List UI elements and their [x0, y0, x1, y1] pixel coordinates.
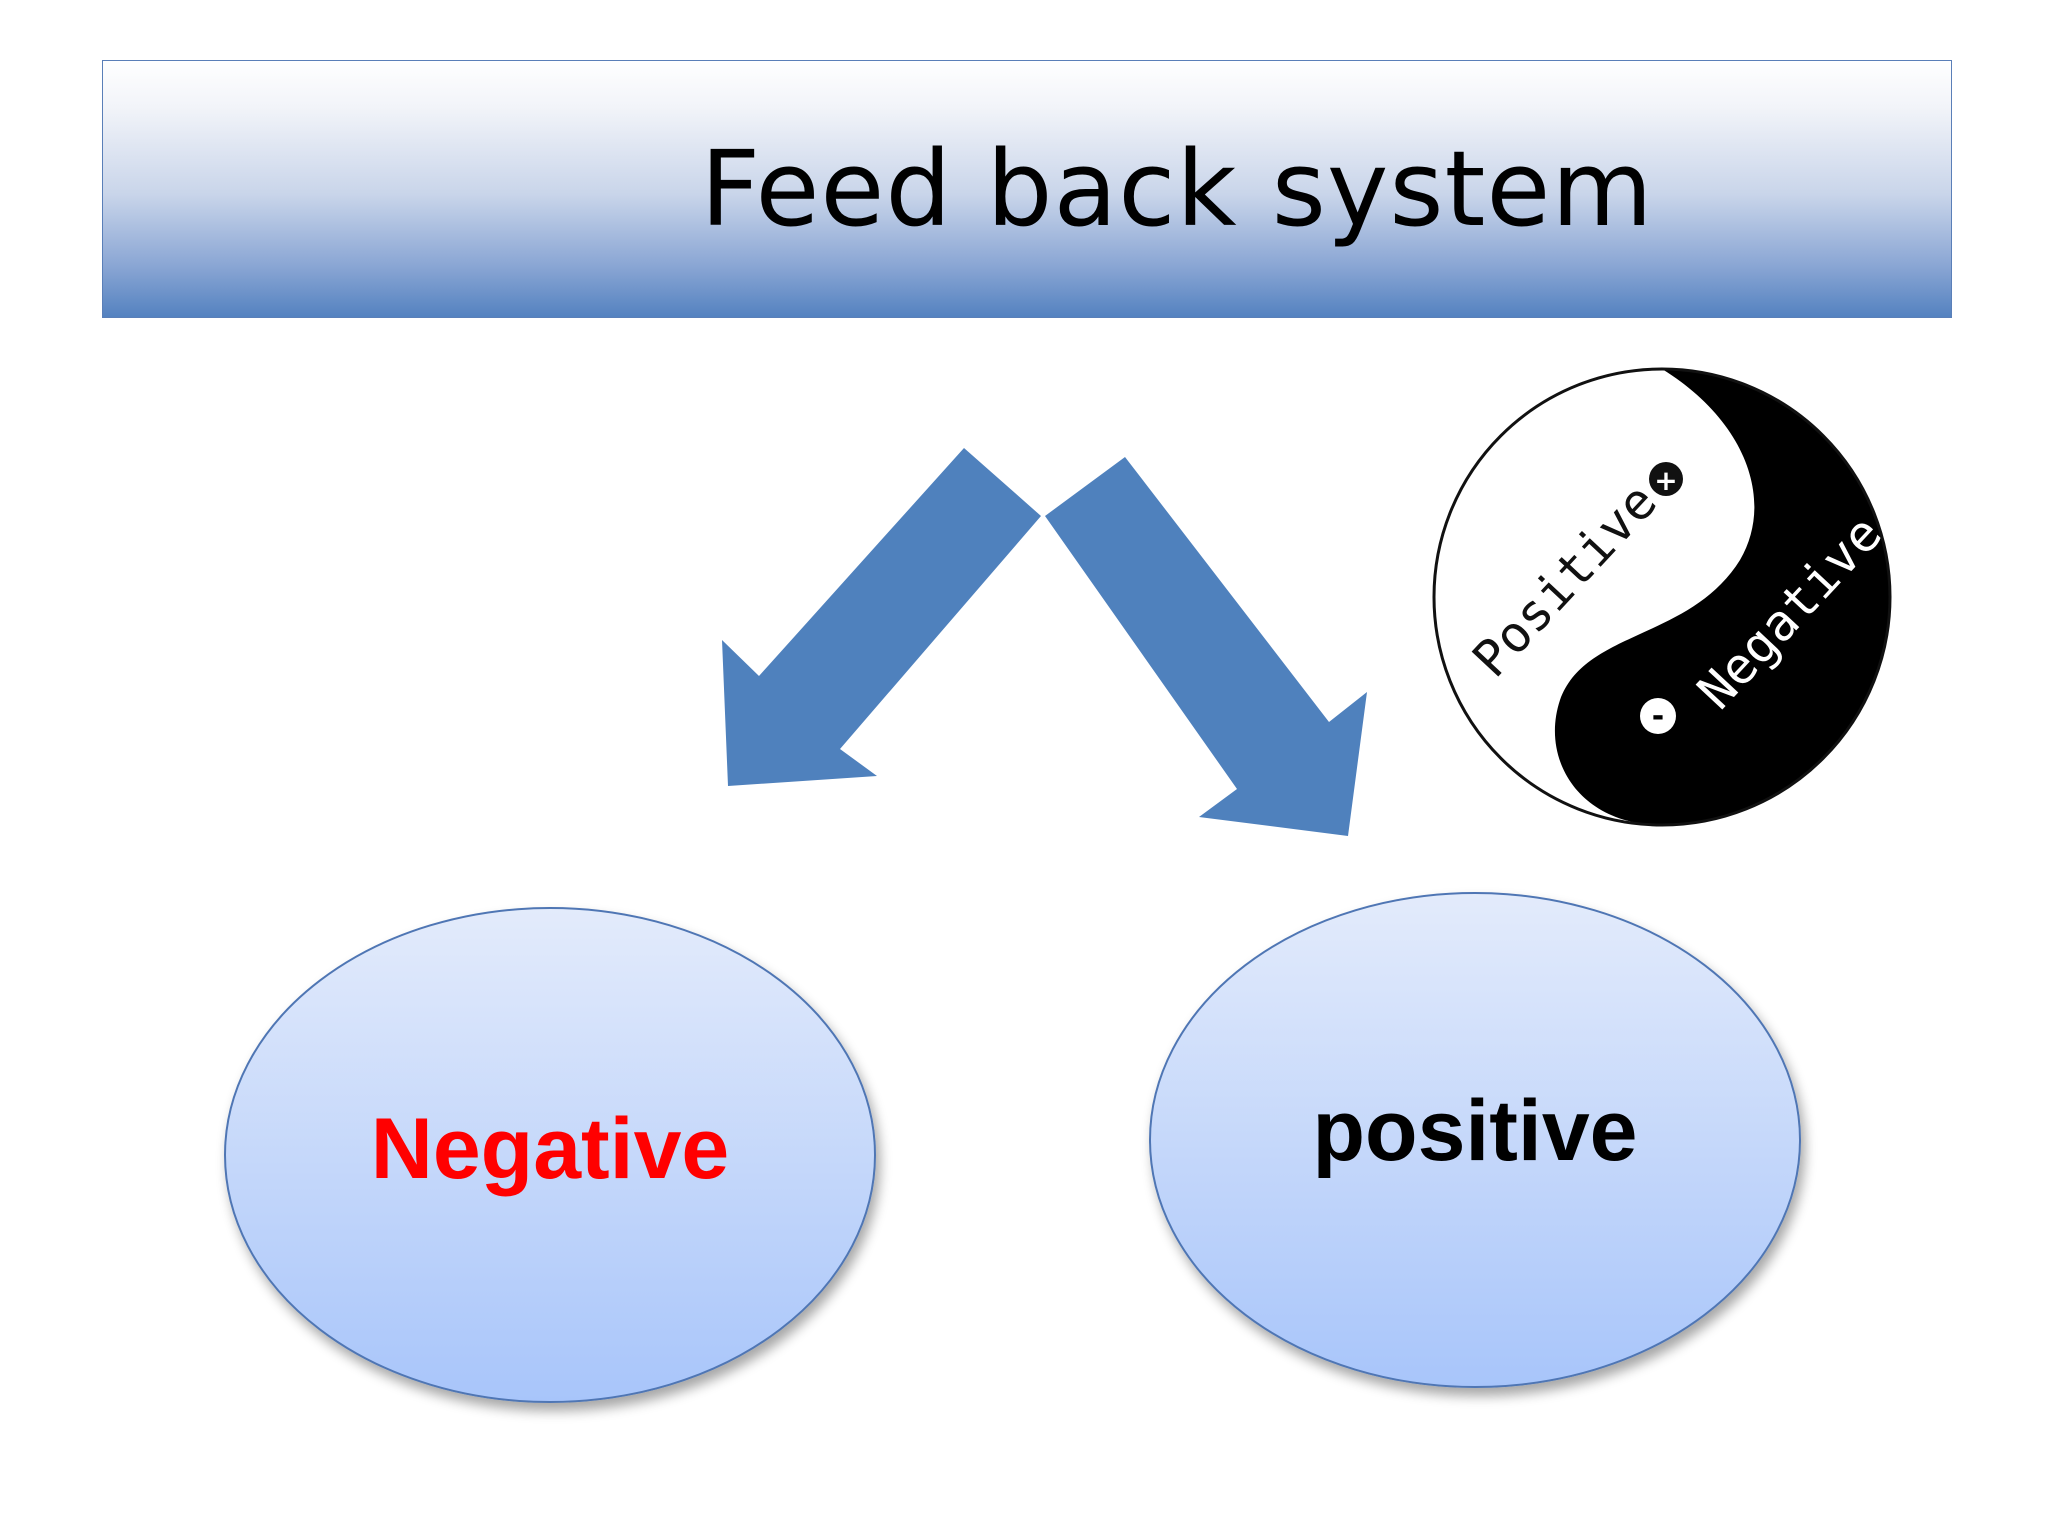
plus-dot-icon	[1649, 462, 1683, 496]
positive-ellipse	[1149, 892, 1801, 1388]
minus-dot-icon	[1640, 698, 1676, 734]
page-title: Feed back system	[700, 128, 1654, 250]
negative-ellipse	[224, 907, 876, 1403]
plus-sign: +	[1654, 464, 1677, 497]
arrow-down-right-icon	[1045, 457, 1367, 836]
yin-yang-icon: + - Positive Negative	[1432, 367, 1893, 827]
negative-label: Negative	[370, 1101, 730, 1197]
arrow-down-left-icon	[722, 448, 1041, 786]
minus-sign: -	[1652, 699, 1664, 734]
positive-label: positive	[1312, 1083, 1638, 1179]
title-bar: Feed back system	[102, 60, 1952, 318]
